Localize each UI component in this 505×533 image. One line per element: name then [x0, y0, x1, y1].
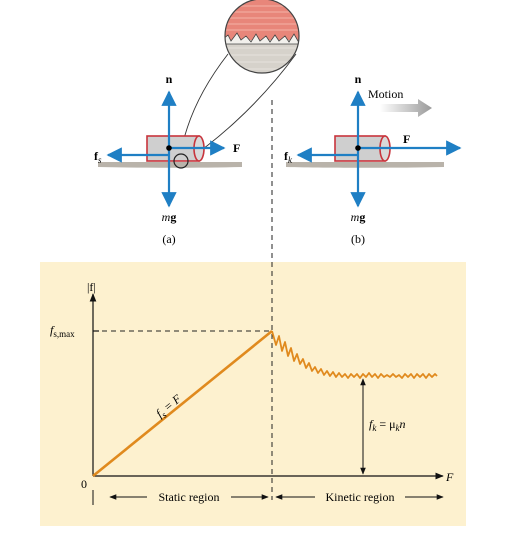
kinetic-friction-curve	[271, 330, 438, 379]
motion-arrow	[380, 99, 432, 117]
center-dot-a	[166, 145, 172, 151]
fs-label: fs	[94, 149, 102, 165]
static-region-label-bg	[147, 489, 231, 505]
weight-label-a: mg	[162, 210, 177, 224]
panel-a-label: (a)	[162, 232, 175, 246]
x-axis-label: F	[445, 470, 454, 484]
panel-b-label: (b)	[351, 232, 365, 246]
static-region-label: Static region	[159, 490, 220, 504]
panel-a-diagram: n F fs mg (a)	[94, 72, 242, 246]
kinetic-formula-label: fk = μkn	[369, 417, 406, 433]
origin-label: 0	[81, 477, 87, 491]
force-label-b: F	[403, 132, 410, 146]
panel-b-diagram: n F fk mg (b) Motion	[284, 72, 462, 246]
weight-label-b: mg	[351, 210, 366, 224]
y-axis-label: |f|	[87, 280, 96, 294]
motion-label: Motion	[368, 87, 403, 101]
fs-max-label: fs,max	[50, 323, 75, 339]
fk-label: fk	[284, 149, 293, 165]
friction-graph: Static region Kinetic region |f| F 0 fs,…	[40, 100, 466, 526]
contact-circle	[173, 153, 189, 169]
force-label-a: F	[233, 141, 240, 155]
kinetic-region-label-bg	[315, 489, 405, 505]
normal-label-b: n	[355, 72, 362, 86]
normal-label-a: n	[166, 72, 173, 86]
static-friction-line	[92, 329, 273, 478]
graph-background	[40, 262, 466, 526]
center-dot-b	[355, 145, 361, 151]
kinetic-region-label: Kinetic region	[326, 490, 395, 504]
floor-b	[286, 162, 444, 168]
